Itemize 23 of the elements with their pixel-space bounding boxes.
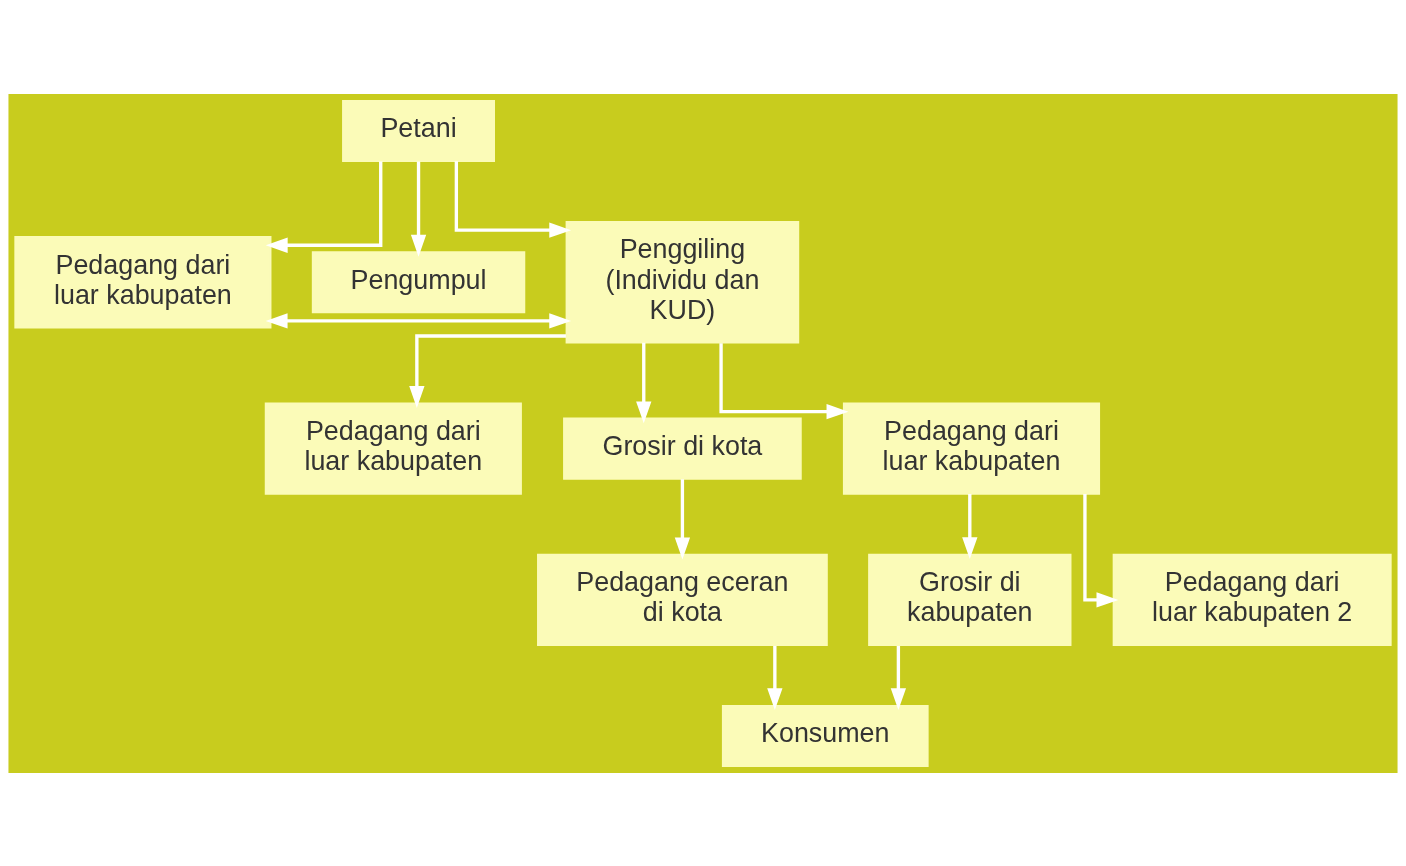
node-box: Penggiling (Individu dan KUD) [565,220,800,344]
arrow [1083,493,1119,608]
arrow [409,333,566,408]
node-box: Pedagang dari luar kabupaten [14,235,272,328]
node-box: Grosir di kota [563,417,802,480]
arrow [410,161,427,257]
arrow [636,342,652,423]
arrow [454,160,572,238]
arrow [962,493,978,559]
arrow [767,645,783,710]
arrow [890,645,907,710]
node-box: Konsumen [721,704,929,767]
node-box: Pedagang dari luar kabupaten [842,401,1101,495]
node-box: Pedagang eceran di kota [537,553,828,646]
node-box: Pedagang dari luar kabupaten [264,401,522,495]
node-box: Pedagang dari luar kabupaten 2 [1112,553,1392,646]
node-box: Petani [342,99,495,162]
arrow [674,478,691,559]
arrow [265,312,572,329]
arrow [265,161,383,253]
node-box: Pengumpul [311,250,526,313]
node-box: Grosir di kabupaten [868,553,1072,646]
arrow [719,342,849,419]
